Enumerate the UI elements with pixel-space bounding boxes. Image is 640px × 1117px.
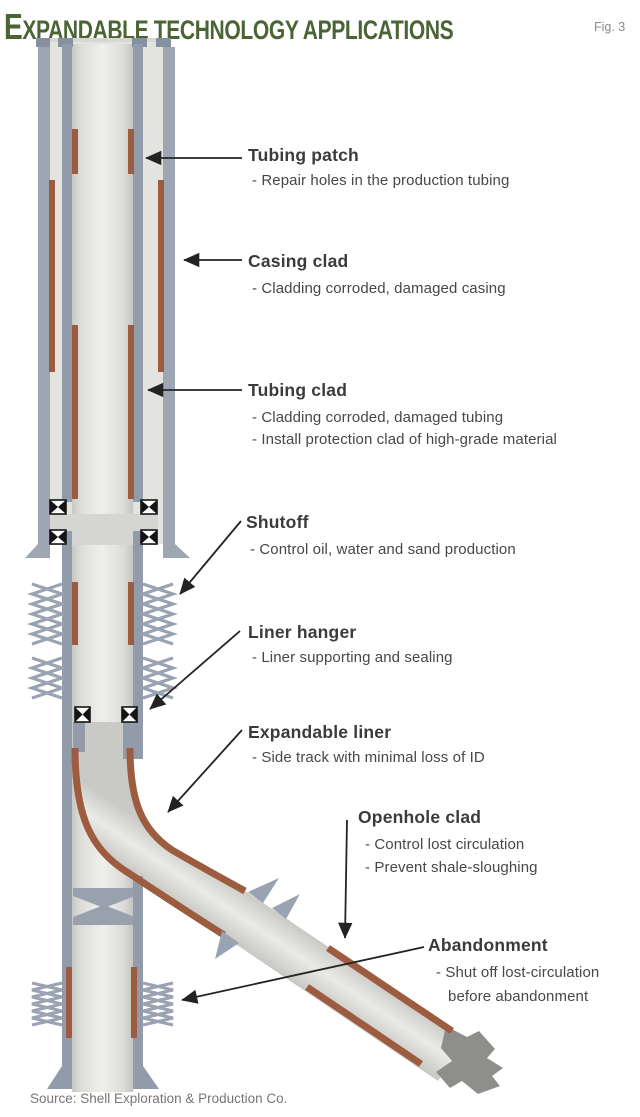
abandonment-plug	[73, 888, 135, 925]
callout-tubing-patch: Tubing patch - Repair holes in the produ…	[248, 145, 509, 189]
shutoff-arrow	[179, 520, 242, 595]
casing-clad-left	[49, 180, 55, 372]
callout-bullet: - Prevent shale-sloughing	[365, 859, 538, 876]
expandable-clads	[49, 129, 454, 1067]
casing-and-tubing	[25, 38, 190, 1089]
callout-bullet: - Cladding corroded, damaged tubing	[252, 409, 504, 426]
shutoff-clad-right	[128, 582, 134, 645]
callout-liner-hanger: Liner hanger - Liner supporting and seal…	[248, 622, 453, 666]
callout-heading: Abandonment	[428, 935, 548, 955]
casing-shoe-left	[25, 544, 50, 558]
outer-casing-right	[163, 47, 175, 544]
pipe-top-cap	[156, 38, 171, 47]
callout-openhole-clad: Openhole clad - Control lost circulation…	[358, 807, 538, 876]
openhole-rough-end	[436, 1026, 503, 1094]
packer-symbol	[49, 499, 67, 515]
expandable-liner-arrow	[167, 729, 243, 813]
openhole-clad-lower	[305, 984, 423, 1067]
sidetrack-branch	[72, 722, 465, 1081]
callout-heading: Openhole clad	[358, 807, 482, 827]
sidetrack-spikes	[215, 878, 300, 959]
callout-shutoff: Shutoff - Control oil, water and sand pr…	[246, 512, 516, 558]
outer-casing-left	[38, 47, 50, 544]
callout-bullet: - Shut off lost-circulation	[436, 964, 600, 981]
tubing-clad-right	[128, 325, 134, 499]
callout-bullet: - Install protection clad of high-grade …	[252, 431, 557, 448]
expandable-liner-upper	[126, 747, 247, 895]
callout-bullet: - Control oil, water and sand production	[250, 541, 516, 558]
shutoff-clad-left	[72, 582, 78, 645]
leader-arrows	[145, 150, 425, 1004]
sand-screens	[26, 582, 179, 1027]
abandonment-clad-left	[66, 967, 72, 1038]
pipe-top-cap	[36, 38, 50, 47]
callout-bullet: - Side track with minimal loss of ID	[252, 749, 485, 766]
lower-bore-wall-left	[62, 531, 72, 1068]
tubing-wall-left	[62, 44, 72, 502]
casing-shoe-right	[163, 544, 190, 558]
liner-hanger-arrow	[149, 630, 241, 710]
callout-heading: Expandable liner	[248, 722, 392, 742]
openhole-clad-arrow	[338, 819, 353, 939]
callout-tubing-clad: Tubing clad - Cladding corroded, damaged…	[248, 380, 557, 448]
tubing-patch-right	[128, 129, 134, 174]
callout-bullet: before abandonment	[448, 988, 589, 1005]
callout-bullet: - Control lost circulation	[365, 836, 525, 853]
callout-bullet: - Cladding corroded, damaged casing	[252, 280, 506, 297]
expandable-liner-lower	[71, 747, 226, 938]
callout-heading: Tubing clad	[248, 380, 348, 400]
callout-expandable-liner: Expandable liner - Side track with minim…	[248, 722, 485, 766]
tubing-clad-left	[72, 325, 78, 499]
callout-bullet: - Repair holes in the production tubing	[252, 172, 510, 189]
callout-heading: Tubing patch	[248, 145, 359, 165]
liner-hanger-symbol	[121, 706, 138, 723]
liner-hanger-symbol	[74, 706, 91, 723]
callout-casing-clad: Casing clad - Cladding corroded, damaged…	[248, 251, 506, 297]
pipe-top-cap	[132, 38, 147, 47]
liner-stub-left	[73, 722, 85, 752]
source-credit: Source: Shell Exploration & Production C…	[30, 1091, 288, 1106]
figure-number: Fig. 3	[594, 20, 626, 34]
tubing-patch-left	[72, 129, 78, 174]
pipe-top-cap	[58, 38, 73, 47]
abandonment-arrow	[181, 946, 425, 1004]
packer-symbol	[140, 529, 158, 545]
lower-bore-wall-right-lower	[133, 876, 143, 1067]
packer-symbol	[49, 529, 67, 545]
lower-bore-wall-right-upper	[133, 531, 143, 757]
tubing-wall-right	[133, 44, 143, 502]
bottom-shoe-right	[133, 1066, 159, 1089]
callout-heading: Shutoff	[246, 512, 309, 532]
callout-abandonment: Abandonment - Shut off lost-circulation …	[428, 935, 599, 1005]
packer-symbol	[140, 499, 158, 515]
main-bore	[72, 44, 133, 1092]
casing-clad-right	[158, 180, 164, 372]
packers	[49, 499, 158, 723]
abandonment-clad-right	[131, 967, 137, 1038]
callout-heading: Casing clad	[248, 251, 349, 271]
openhole-clad-upper	[326, 945, 454, 1034]
callout-heading: Liner hanger	[248, 622, 357, 642]
bottom-shoe-left	[47, 1066, 72, 1089]
callout-bullet: - Liner supporting and sealing	[252, 649, 453, 666]
